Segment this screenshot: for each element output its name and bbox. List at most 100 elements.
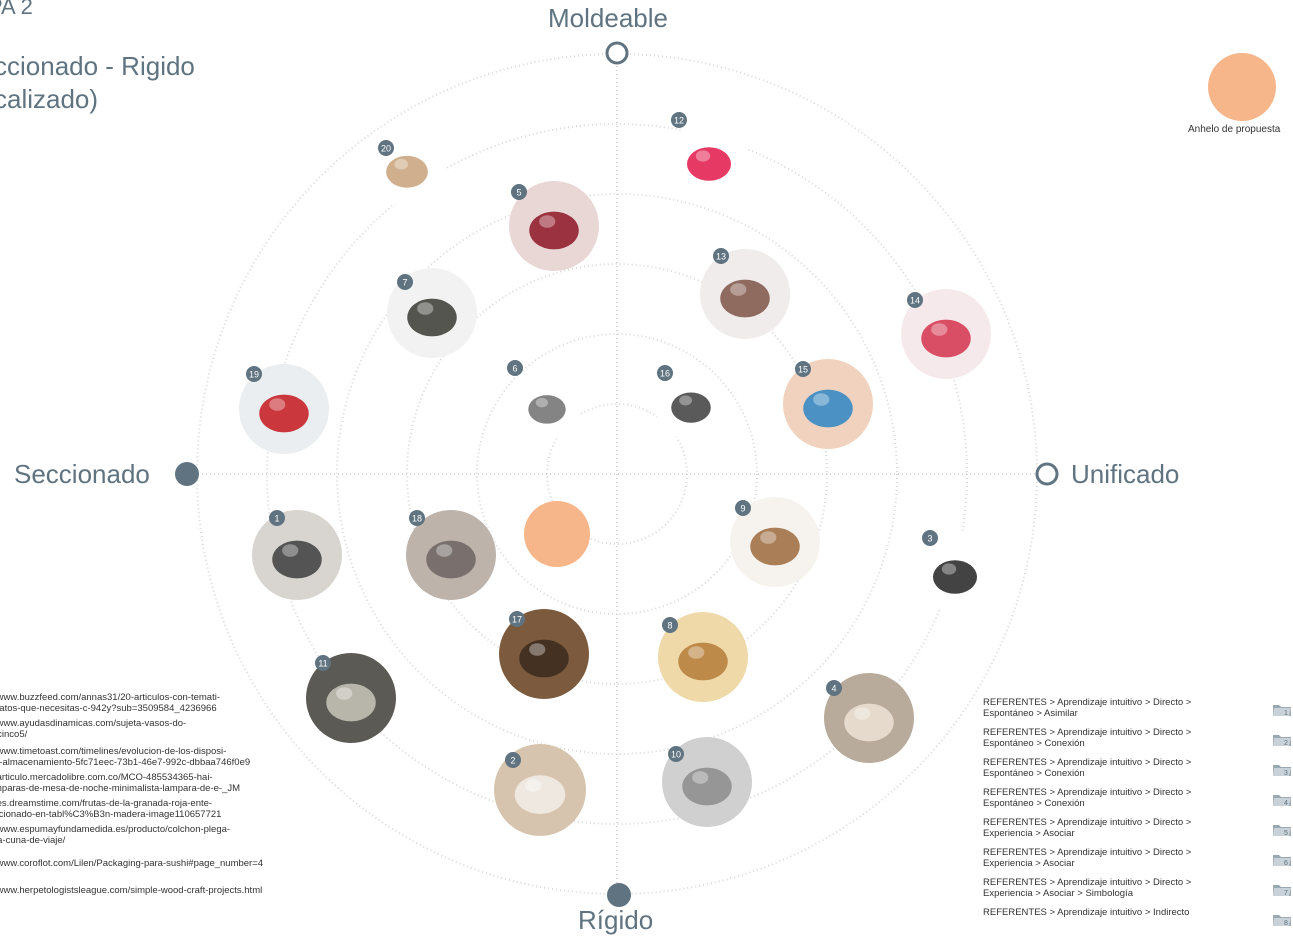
axis-marker-bottom	[607, 883, 631, 907]
referent-item[interactable]: 16	[655, 365, 727, 440]
item-number: 10	[671, 750, 681, 760]
folder-icon[interactable]: 1	[1273, 704, 1291, 716]
folder-number: 6	[1284, 860, 1288, 866]
cooling-pad-icon	[783, 359, 873, 449]
folder-icon[interactable]: 7	[1273, 884, 1291, 896]
item-number: 1	[274, 514, 279, 524]
item-number-badge: 2	[505, 752, 521, 768]
item-number: 14	[910, 296, 920, 306]
referent-item[interactable]: 18	[406, 510, 496, 600]
wood-hooks-icon	[730, 497, 820, 587]
reference-line[interactable]: ra-cuna-de-viaje/	[0, 835, 66, 846]
item-number-badge: 12	[671, 112, 687, 128]
reference-line[interactable]: /www.coroflot.com/Lilen/Packaging-para-s…	[0, 858, 264, 869]
breadcrumb[interactable]: REFERENTES > Aprendizaje intuitivo > Dir…	[983, 727, 1291, 757]
item-number: 9	[740, 504, 745, 514]
breadcrumb-line: REFERENTES > Aprendizaje intuitivo > Ind…	[983, 907, 1190, 918]
item-number: 2	[510, 756, 515, 766]
folder-number: 2	[1284, 740, 1288, 746]
item-number-badge: 19	[246, 366, 262, 382]
reference-line[interactable]: mparas-de-mesa-de-noche-minimalista-lamp…	[0, 783, 241, 794]
reference-line[interactable]: ccionado-en-tabl%C3%B3n-madera-image1106…	[0, 809, 222, 820]
referent-item[interactable]: 20	[369, 130, 445, 206]
item-number-badge: 14	[907, 292, 923, 308]
folder-icon[interactable]: 3	[1273, 764, 1291, 776]
folder-icon[interactable]: 4	[1273, 794, 1291, 806]
legend-label: Anhelo de propuesta	[1188, 124, 1281, 135]
referent-item[interactable]: 3	[915, 530, 995, 613]
axis-label-bottom: Rígido	[578, 905, 654, 935]
item-number-badge: 18	[409, 510, 425, 526]
reference-line[interactable]: /www.ayudasdinamicas.com/sujeta-vasos-do…	[0, 718, 187, 729]
breadcrumb[interactable]: REFERENTES > Aprendizaje intuitivo > Ind…	[983, 907, 1291, 937]
referent-item[interactable]: 14	[901, 289, 991, 379]
breadcrumb[interactable]: REFERENTES > Aprendizaje intuitivo > Dir…	[983, 787, 1291, 817]
referent-item[interactable]: 7	[387, 268, 477, 358]
referent-item[interactable]: 9	[730, 497, 820, 587]
breadcrumb-line: Experiencia > Asociar	[983, 828, 1075, 839]
referent-item[interactable]: 12	[669, 112, 749, 200]
breadcrumb-line: REFERENTES > Aprendizaje intuitivo > Dir…	[983, 877, 1192, 888]
ring	[336, 193, 898, 755]
referent-item[interactable]: 8	[658, 612, 748, 702]
item-number-badge: 17	[509, 611, 525, 627]
folder-icon[interactable]: 5	[1273, 824, 1291, 836]
folder-number: 8	[1284, 920, 1288, 926]
referent-item[interactable]: 19	[239, 364, 329, 454]
subtitle-line-2: calizado)	[0, 84, 99, 114]
folder-number: 4	[1284, 800, 1288, 806]
reference-line[interactable]: -cinco5/	[0, 729, 28, 740]
axis-marker-top	[605, 41, 629, 65]
referent-item[interactable]: 6	[507, 360, 581, 440]
kettle-icon	[252, 510, 342, 600]
reference-line[interactable]: gatos-que-necesitas-c-942y?sub=3509584_4…	[0, 703, 217, 714]
breadcrumb-line: REFERENTES > Aprendizaje intuitivo > Dir…	[983, 847, 1192, 858]
referent-item[interactable]: 2	[494, 744, 586, 836]
folder-icon[interactable]: 2	[1273, 734, 1291, 746]
referent-item[interactable]: 13	[700, 248, 790, 339]
subtitle-line-1: ccionado - Rigido	[0, 51, 195, 81]
item-number-badge: 7	[397, 274, 413, 290]
reference-line[interactable]: /es.dreamstime.com/frutas-de-la-granada-…	[0, 798, 213, 809]
reference-line[interactable]: /www.herpetologistsleague.com/simple-woo…	[0, 885, 263, 896]
wooden-lamp-icon	[499, 609, 589, 699]
folder-icon[interactable]: 6	[1273, 854, 1291, 866]
makeup-sponge-icon	[669, 120, 749, 200]
referent-item[interactable]: 17	[499, 609, 589, 699]
breadcrumb[interactable]: REFERENTES > Aprendizaje intuitivo > Dir…	[983, 817, 1291, 847]
referent-item[interactable]: 1	[252, 510, 342, 600]
reference-line[interactable]: e-almacenamiento-5fc71eec-73b1-46e7-992c…	[0, 757, 251, 768]
item-number: 17	[512, 615, 522, 625]
folder-number: 1	[1284, 710, 1288, 716]
folder-icon[interactable]: 8	[1273, 914, 1291, 926]
breadcrumb-line: REFERENTES > Aprendizaje intuitivo > Dir…	[983, 787, 1192, 798]
legend-swatch	[1208, 53, 1276, 121]
bracelet-icon	[700, 249, 790, 339]
ring	[476, 333, 758, 615]
breadcrumb[interactable]: REFERENTES > Aprendizaje intuitivo > Dir…	[983, 757, 1291, 787]
item-number-badge: 11	[315, 655, 331, 671]
breadcrumb[interactable]: REFERENTES > Aprendizaje intuitivo > Dir…	[983, 847, 1291, 877]
referent-item[interactable]: 10	[662, 737, 752, 827]
item-number-badge: 10	[668, 746, 684, 762]
breadcrumb[interactable]: REFERENTES > Aprendizaje intuitivo > Dir…	[983, 697, 1291, 727]
item-number-badge: 13	[713, 248, 729, 264]
referent-item[interactable]: 4	[824, 673, 914, 763]
item-number: 11	[318, 659, 327, 669]
reference-line[interactable]: /www.espumayfundamedida.es/producto/colc…	[0, 824, 231, 835]
referent-item[interactable]: 5	[509, 181, 599, 271]
mug-icon	[494, 744, 586, 836]
reference-line[interactable]: /www.timetoast.com/timelines/evolucion-d…	[0, 746, 227, 757]
axis-label-right: Unificado	[1071, 459, 1180, 489]
item-number-badge: 6	[507, 360, 523, 376]
item-number: 6	[512, 364, 517, 374]
item-number: 15	[798, 365, 808, 375]
reference-line[interactable]: /www.buzzfeed.com/annas31/20-articulos-c…	[0, 692, 220, 703]
breadcrumb[interactable]: REFERENTES > Aprendizaje intuitivo > Dir…	[983, 877, 1291, 907]
page-subtitle: ccionado - Rigido calizado)	[0, 50, 195, 116]
referent-item[interactable]: 11	[306, 653, 396, 743]
reference-line[interactable]: /articulo.mercadolibre.com.co/MCO-485534…	[0, 772, 213, 783]
item-number: 8	[667, 621, 672, 631]
referent-item[interactable]: 15	[783, 359, 873, 449]
